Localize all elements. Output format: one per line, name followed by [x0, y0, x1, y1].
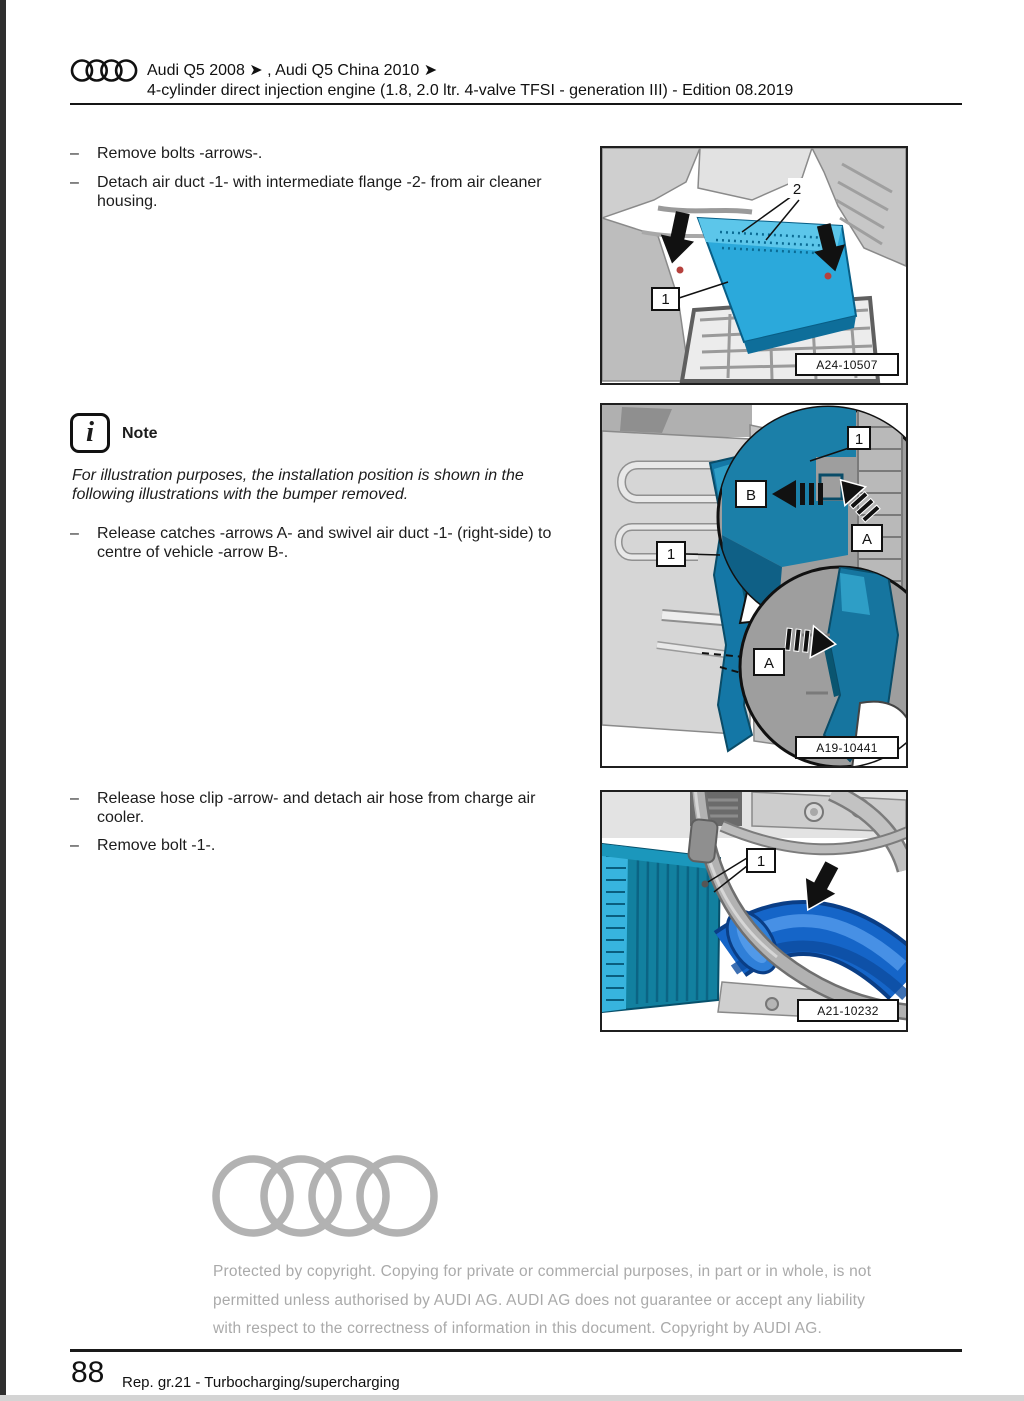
- scan-edge-left: [0, 0, 6, 1401]
- note-info-icon: i: [70, 413, 110, 453]
- callout-1-label: 1: [855, 431, 863, 448]
- list-dash: –: [70, 174, 79, 191]
- arrow-icon: [804, 859, 841, 912]
- callout-1: 1: [656, 541, 721, 567]
- figure-id-label: A24-10507: [816, 358, 877, 372]
- figure-id-badge: A24-10507: [795, 353, 899, 376]
- engine-line-art: [602, 148, 906, 382]
- copyright-line: Protected by copyright. Copying for priv…: [213, 1263, 872, 1280]
- figure-air-duct-removal: 2 1 A24-10507: [600, 146, 908, 385]
- instruction-step: – Release hose clip -arrow- and detach a…: [70, 789, 575, 827]
- instruction-step: – Detach air duct -1- with intermediate …: [70, 173, 575, 211]
- step-text: Release hose clip -arrow- and detach air…: [97, 790, 536, 826]
- arrow-a-icon: [784, 624, 838, 659]
- page-number: 88: [71, 1356, 105, 1389]
- scan-edge-bottom: [0, 1395, 1024, 1401]
- step-text: Remove bolts -arrows-.: [97, 145, 263, 162]
- figure-id-label: A21-10232: [817, 1004, 878, 1018]
- figure-air-duct-catches: 1 B A: [600, 403, 908, 768]
- callout-1-label: 1: [667, 546, 675, 563]
- instruction-step: – Release catches -arrows A- and swivel …: [70, 524, 575, 562]
- audi-rings-icon: [70, 57, 138, 84]
- list-dash: –: [70, 145, 79, 162]
- note-body: For illustration purposes, the installat…: [72, 467, 524, 503]
- callout-b-label: B: [746, 487, 756, 504]
- header-rule: [70, 103, 962, 105]
- arrow-icon: [660, 211, 695, 264]
- callout-a-label: A: [764, 655, 774, 672]
- figure-id-badge: A19-10441: [795, 736, 899, 759]
- arrow-icon: [813, 223, 846, 272]
- info-glyph: i: [85, 415, 95, 448]
- callout-2-label: 2: [793, 181, 801, 198]
- callout-1-label: 1: [661, 291, 669, 308]
- callout-a-label: A: [862, 531, 872, 548]
- audi-rings-watermark: [212, 1148, 438, 1244]
- page-title-engine: 4-cylinder direct injection engine (1.8,…: [147, 82, 794, 99]
- charge-air-cooler-highlight: [602, 842, 722, 1014]
- callout-2: 2: [741, 178, 806, 241]
- copyright-watermark: Protected by copyright. Copying for priv…: [213, 1258, 871, 1344]
- list-dash: –: [70, 525, 79, 542]
- footer-section-label: Rep. gr.21 - Turbocharging/supercharging: [122, 1374, 400, 1391]
- step-text: Detach air duct -1- with intermediate fl…: [97, 174, 542, 210]
- callout-b-box: [735, 480, 767, 508]
- arrow-a-icon: [839, 478, 881, 523]
- figure-id-label: A19-10441: [816, 741, 877, 755]
- callout-a-box: [851, 524, 883, 552]
- callout-1-label: 1: [757, 853, 765, 870]
- step-text: Release catches -arrows A- and swivel ai…: [97, 525, 552, 561]
- figure-charge-air-cooler-hose: 1 A21-10232: [600, 790, 908, 1032]
- note-title: Note: [122, 425, 158, 442]
- copyright-line: with respect to the correctness of infor…: [213, 1320, 823, 1337]
- callout-1: 1: [651, 281, 729, 311]
- bolt-dot: [676, 266, 684, 274]
- instruction-step: – Remove bolt -1-.: [70, 836, 575, 855]
- figure-id-badge: A21-10232: [797, 999, 899, 1022]
- callout-a-box: [753, 648, 785, 676]
- list-dash: –: [70, 837, 79, 854]
- list-dash: –: [70, 790, 79, 807]
- arrow-b-icon: [772, 480, 823, 508]
- step-text: Remove bolt -1-.: [97, 837, 216, 854]
- footer-rule: [70, 1349, 962, 1352]
- instruction-step: – Remove bolts -arrows-.: [70, 144, 575, 163]
- page-title-models: Audi Q5 2008 ➤ , Audi Q5 China 2010 ➤: [147, 62, 438, 79]
- bolt-dot: [824, 272, 832, 280]
- magnifier-circle-top: 1 B A: [716, 405, 906, 629]
- copyright-line: permitted unless authorised by AUDI AG. …: [213, 1291, 866, 1309]
- callout-1: 1: [701, 848, 776, 893]
- magnifier-circle-bottom: A: [738, 565, 906, 766]
- engine-line-art: [602, 792, 906, 1019]
